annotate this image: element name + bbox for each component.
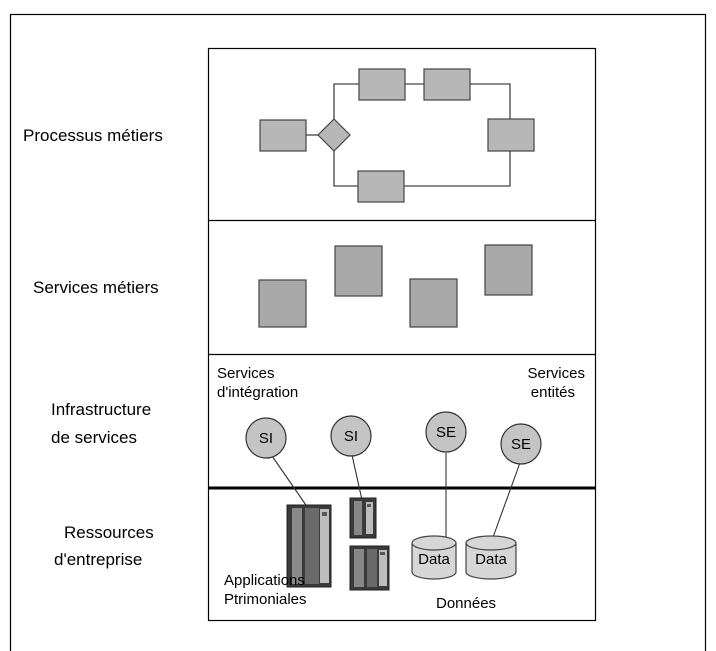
business-service-2	[334, 245, 383, 297]
integration-services-line1: Services	[217, 365, 275, 382]
process-task-right	[487, 118, 535, 152]
layer-label-infrastructure-line2: de services	[51, 428, 137, 447]
service-links	[269, 452, 522, 541]
link-se2-data2	[491, 459, 522, 541]
si-node-2-label: SI	[343, 428, 359, 445]
se-node-2	[500, 423, 542, 465]
server-large-icon	[286, 504, 332, 588]
se-node-1	[425, 411, 467, 453]
link-si1-app-server	[269, 452, 309, 509]
si-node-2	[330, 415, 372, 457]
database-2-icon	[465, 535, 517, 580]
process-task-top-1	[358, 68, 406, 101]
integration-services-label: Services d'intégration	[217, 364, 298, 402]
layer-label-business-services: Services métiers	[33, 278, 159, 297]
layer-label-infrastructure-line1: Infrastructure	[51, 400, 152, 419]
process-task-start	[259, 119, 307, 152]
integration-services-line2: d'intégration	[217, 384, 299, 401]
business-service-4	[484, 244, 533, 296]
process-gateway-diamond	[317, 118, 351, 152]
layer-label-infrastructure: Infrastructure de services	[42, 398, 192, 450]
si-node-1-label: SI	[258, 430, 274, 447]
layer-label-resources-line1: Ressources	[64, 523, 154, 542]
data-caption: Données	[436, 595, 497, 612]
flow-line-top-right	[470, 83, 511, 119]
flow-line-bottom-right	[404, 151, 511, 187]
flow-line-bottom-branch	[333, 150, 358, 187]
se-node-1-label: SE	[435, 424, 456, 441]
legacy-applications-line1: Applications	[224, 572, 305, 589]
database-1-label: Data	[418, 551, 450, 568]
layer-label-resources-line2: d'entreprise	[54, 550, 143, 569]
legacy-applications-label: Applications Ptrimoniales	[224, 571, 307, 609]
layer-label-processes: Processus métiers	[23, 126, 163, 145]
entity-services-label: Services entités	[505, 364, 585, 402]
business-service-1	[258, 279, 307, 328]
business-services	[258, 244, 533, 328]
entity-services-line2: entités	[530, 384, 575, 401]
flow-line-top-branch	[333, 83, 359, 120]
server-small-top-icon	[349, 497, 377, 539]
process-tasks	[259, 68, 535, 203]
business-service-3	[409, 278, 458, 328]
database-1-icon	[411, 535, 457, 580]
process-task-top-2	[423, 68, 471, 101]
process-flow	[306, 83, 511, 187]
se-node-2-label: SE	[510, 436, 531, 453]
legacy-applications-line2: Ptrimoniales	[224, 591, 307, 608]
outer-frame	[9, 13, 707, 651]
server-small-bottom-icon	[349, 545, 390, 591]
layer-label-resources: Ressources d'entreprise	[54, 521, 204, 572]
entity-services-line1: Services	[527, 365, 585, 382]
database-2-label: Data	[475, 551, 507, 568]
infrastructure-nodes	[245, 411, 542, 465]
si-node-1	[245, 417, 287, 459]
link-si2-small-server	[351, 454, 363, 501]
process-task-bottom	[357, 170, 405, 203]
